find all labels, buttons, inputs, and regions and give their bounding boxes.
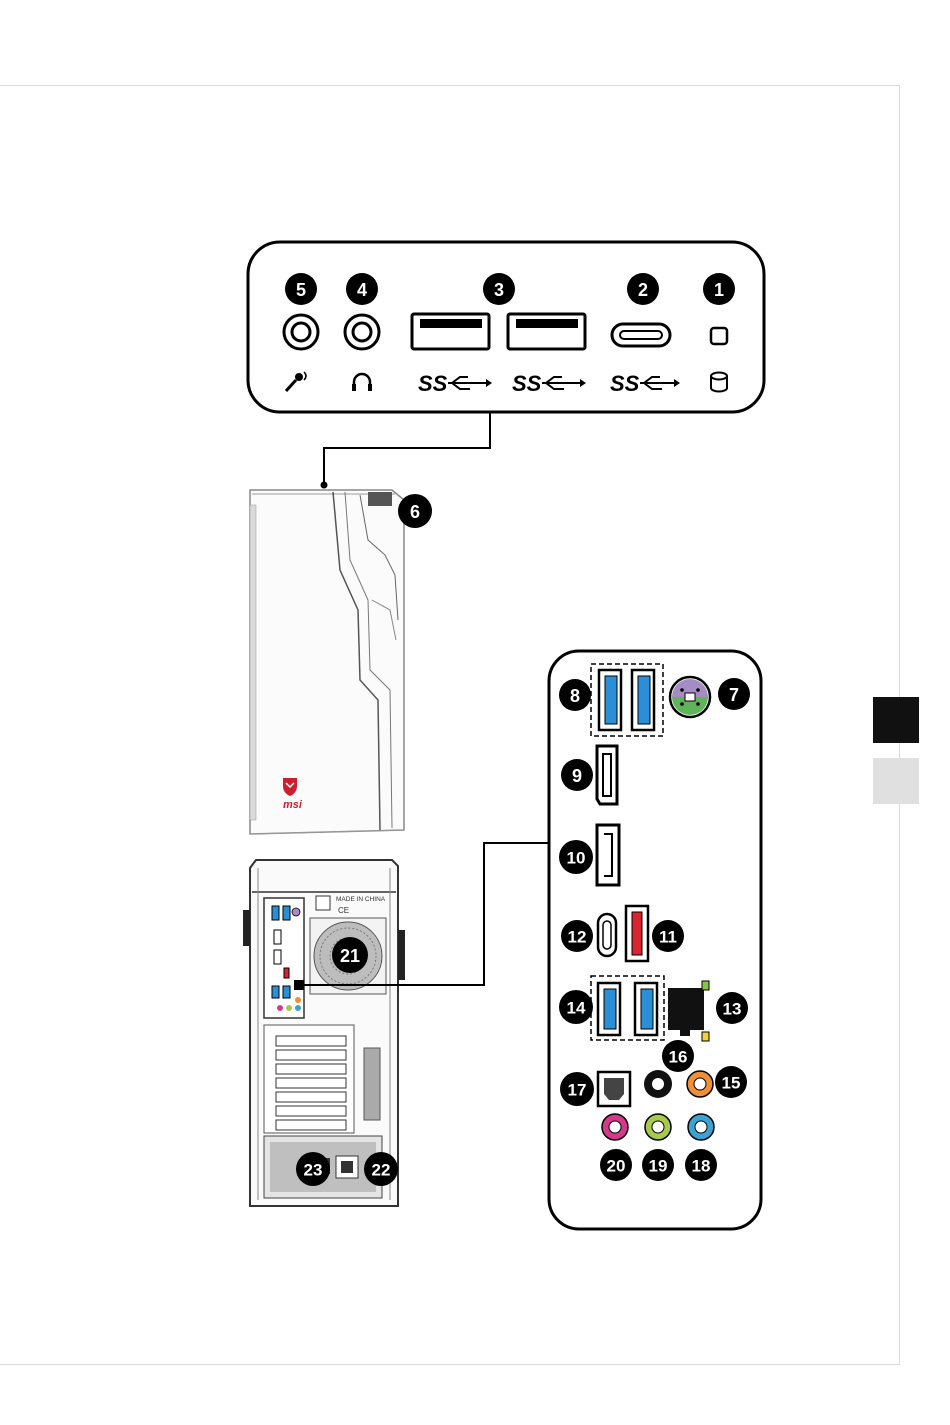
- svg-text:SS: SS: [512, 371, 542, 396]
- callout-11: 11: [652, 920, 684, 952]
- callout-6: 6: [398, 494, 432, 528]
- callout-16: 16: [662, 1040, 694, 1072]
- hdmi-port: [597, 746, 617, 804]
- svg-text:4: 4: [357, 280, 367, 300]
- svg-text:1: 1: [714, 280, 724, 300]
- callout-10: 10: [559, 840, 593, 874]
- svg-text:SS: SS: [418, 371, 448, 396]
- callout-4: 4: [346, 273, 378, 305]
- leader-line-front: [324, 412, 490, 485]
- callout-3: 3: [483, 273, 515, 305]
- svg-text:11: 11: [659, 928, 677, 947]
- callout-23: 23: [296, 1152, 330, 1186]
- callout-2: 2: [627, 273, 659, 305]
- callout-20: 20: [600, 1149, 632, 1181]
- svg-text:SS: SS: [610, 371, 640, 396]
- svg-text:8: 8: [570, 686, 580, 706]
- callout-1: 1: [703, 273, 735, 305]
- svg-text:15: 15: [722, 1074, 741, 1093]
- svg-text:13: 13: [723, 1000, 742, 1019]
- svg-text:3: 3: [494, 280, 504, 300]
- svg-text:2: 2: [638, 280, 648, 300]
- svg-text:MADE IN CHINA: MADE IN CHINA: [336, 896, 386, 903]
- audio-jack-lime: [645, 1114, 671, 1140]
- callout-9: 9: [561, 759, 593, 791]
- usb-a-port-front-1: [412, 314, 489, 349]
- callout-5: 5: [285, 273, 317, 305]
- svg-text:19: 19: [649, 1157, 668, 1176]
- audio-jack-pink: [602, 1114, 628, 1140]
- callout-22: 22: [364, 1152, 398, 1186]
- ps2-port: [670, 677, 710, 717]
- callout-14: 14: [559, 990, 593, 1024]
- usb-a-port-rear-3: [598, 983, 620, 1035]
- svg-text:6: 6: [410, 502, 420, 522]
- svg-text:20: 20: [607, 1157, 626, 1176]
- usb-a-port-rear-2: [632, 670, 654, 730]
- svg-text:10: 10: [567, 849, 586, 868]
- usb-c-port-rear: [598, 914, 616, 956]
- front-panel: 5 4 3: [248, 242, 764, 412]
- svg-text:21: 21: [340, 946, 360, 966]
- usb-a-port-front-2: [508, 314, 585, 349]
- callout-21: 21: [332, 937, 368, 973]
- callout-18: 18: [685, 1149, 717, 1181]
- audio-jack-orange: [687, 1071, 713, 1097]
- svg-text:14: 14: [567, 999, 586, 1018]
- svg-text:16: 16: [669, 1048, 688, 1067]
- displayport-port: [597, 825, 619, 885]
- svg-text:17: 17: [568, 1081, 587, 1100]
- tower-front: msi: [250, 490, 404, 834]
- callout-7: 7: [718, 678, 750, 710]
- usb-a-port-rear-1: [599, 670, 621, 730]
- hdd-led: [711, 328, 727, 344]
- svg-text:msi: msi: [283, 799, 303, 811]
- svg-text:22: 22: [372, 1161, 391, 1180]
- callout-8: 8: [559, 679, 591, 711]
- callout-12: 12: [561, 920, 593, 952]
- svg-text:18: 18: [692, 1157, 711, 1176]
- svg-text:12: 12: [568, 928, 587, 947]
- io-panel: 8 7 9: [549, 651, 761, 1229]
- usb-a-port-rear-4: [635, 983, 657, 1035]
- audio-jack-blue: [688, 1114, 714, 1140]
- svg-text:23: 23: [304, 1161, 323, 1180]
- svg-text:7: 7: [729, 685, 739, 705]
- usb-c-port-front: [612, 324, 670, 346]
- usb-a-port-red: [626, 906, 648, 961]
- svg-text:9: 9: [572, 766, 582, 786]
- callout-15: 15: [715, 1066, 747, 1098]
- callout-17: 17: [560, 1072, 594, 1106]
- svg-text:CE: CE: [338, 906, 349, 915]
- audio-jack-black: [644, 1070, 672, 1098]
- callout-19: 19: [642, 1149, 674, 1181]
- svg-text:5: 5: [296, 280, 306, 300]
- callout-13: 13: [716, 992, 748, 1024]
- optical-spdif-port: [598, 1072, 630, 1106]
